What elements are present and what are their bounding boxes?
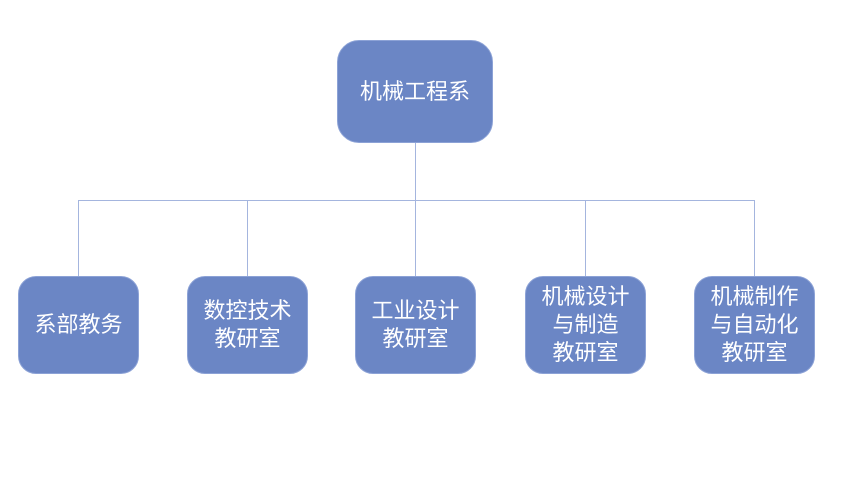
org-node-label: 工业设计 教研室	[371, 298, 460, 351]
org-node-mech-design-manufacture: 机械设计 与制造 教研室	[525, 276, 646, 374]
org-node-industrial-design: 工业设计 教研室	[355, 276, 476, 374]
connector-drop-5	[754, 200, 755, 276]
connector-horizontal-bus	[78, 200, 755, 201]
org-node-root-label: 机械工程系	[359, 78, 470, 104]
org-node-cnc-tech: 数控技术 教研室	[187, 276, 308, 374]
connector-drop-1	[78, 200, 79, 276]
org-node-label: 数控技术 教研室	[203, 298, 292, 351]
org-node-label: 机械设计 与制造 教研室	[541, 284, 630, 365]
connector-root-drop	[415, 143, 416, 200]
org-node-root: 机械工程系	[337, 40, 493, 143]
org-node-label: 机械制作 与自动化 教研室	[710, 284, 799, 365]
connector-drop-4	[585, 200, 586, 276]
org-node-label: 系部教务	[34, 312, 123, 337]
connector-drop-2	[247, 200, 248, 276]
org-node-mech-making-automation: 机械制作 与自动化 教研室	[694, 276, 815, 374]
org-node-dept-affairs: 系部教务	[18, 276, 139, 374]
connector-drop-3	[415, 200, 416, 276]
